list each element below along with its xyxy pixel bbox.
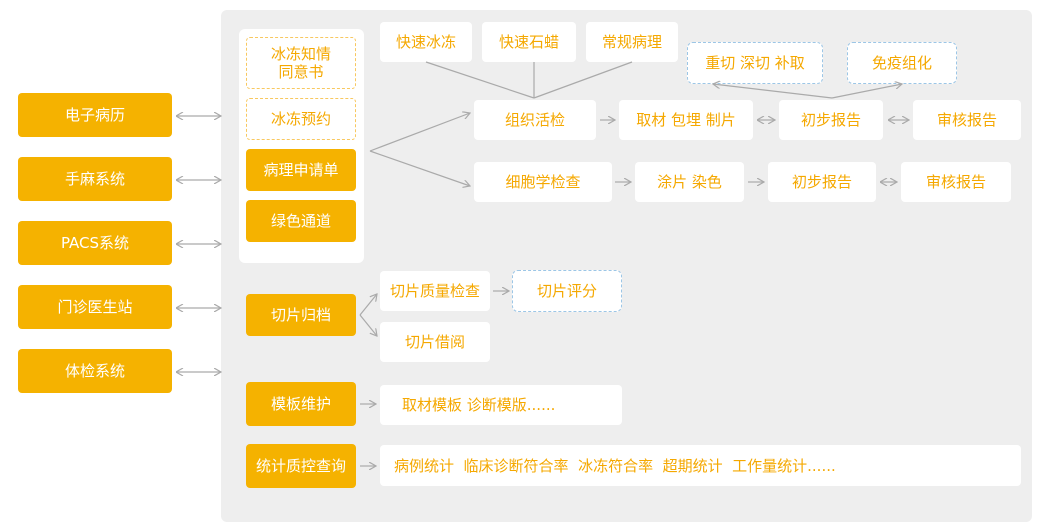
histology-review-report[interactable]: 审核报告	[913, 100, 1021, 140]
slide-borrow-box[interactable]: 切片借阅	[380, 322, 490, 362]
type-fast-paraffin[interactable]: 快速石蜡	[482, 22, 576, 62]
cytology-review-report[interactable]: 审核报告	[901, 162, 1011, 202]
system-pacs[interactable]: PACS系统	[18, 221, 172, 265]
histology-prelim-report[interactable]: 初步报告	[779, 100, 883, 140]
stats-detail-box[interactable]: 病例统计 临床诊断符合率 冰冻符合率 超期统计 工作量统计......	[380, 445, 1021, 486]
type-fast-freeze[interactable]: 快速冰冻	[380, 22, 472, 62]
cytology-box[interactable]: 细胞学检查	[474, 162, 612, 202]
cytology-prelim-report[interactable]: 初步报告	[768, 162, 876, 202]
recut-box[interactable]: 重切 深切 补取	[687, 42, 823, 84]
ihc-box[interactable]: 免疫组化	[847, 42, 957, 84]
freeze-consent-box[interactable]: 冰冻知情 同意书	[246, 37, 356, 89]
cytology-process-box[interactable]: 涂片 染色	[635, 162, 744, 202]
type-routine[interactable]: 常规病理	[586, 22, 678, 62]
green-channel-box[interactable]: 绿色通道	[246, 200, 356, 242]
archive-box[interactable]: 切片归档	[246, 294, 356, 336]
slide-score-box[interactable]: 切片评分	[512, 270, 622, 312]
template-detail-box[interactable]: 取材模板 诊断模版......	[380, 385, 622, 425]
system-physical-exam[interactable]: 体检系统	[18, 349, 172, 393]
system-anesthesia[interactable]: 手麻系统	[18, 157, 172, 201]
histology-box[interactable]: 组织活检	[474, 100, 596, 140]
system-emr[interactable]: 电子病历	[18, 93, 172, 137]
histology-process-box[interactable]: 取材 包埋 制片	[619, 100, 753, 140]
slide-quality-box[interactable]: 切片质量检查	[380, 271, 490, 311]
stats-box[interactable]: 统计质控查询	[246, 444, 356, 488]
template-box[interactable]: 模板维护	[246, 382, 356, 426]
pathology-request-box[interactable]: 病理申请单	[246, 149, 356, 191]
freeze-booking-box[interactable]: 冰冻预约	[246, 98, 356, 140]
system-outpatient[interactable]: 门诊医生站	[18, 285, 172, 329]
